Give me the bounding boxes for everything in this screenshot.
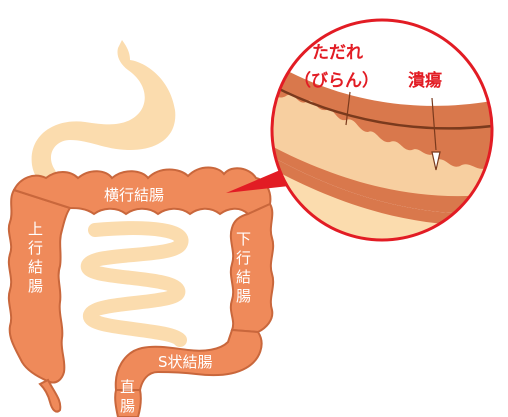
ascending-colon-label-1: 上 <box>28 220 43 238</box>
descending-colon-label-1: 下 <box>236 230 251 248</box>
transverse-colon-label: 横行結腸 <box>104 186 164 204</box>
erosion-label-line2: （びらん） <box>294 70 379 91</box>
rectum-label-1: 直 <box>120 378 135 396</box>
erosion-leader <box>345 91 351 126</box>
rectum-label-2: 腸 <box>120 397 135 415</box>
sigmoid-colon-label: S状結腸 <box>158 353 213 371</box>
ascending-colon-label-2: 行 <box>28 239 43 257</box>
descending-colon-label-4: 腸 <box>236 287 251 305</box>
stomach <box>31 40 176 198</box>
ulcer-label: 潰瘍 <box>408 70 442 91</box>
descending-colon-label-3: 結 <box>236 268 251 286</box>
ascending-colon-label-3: 結 <box>28 258 43 276</box>
colon <box>7 166 275 417</box>
descending-colon-label-2: 行 <box>236 249 251 267</box>
small-intestine <box>81 221 189 347</box>
ascending-colon-label-4: 腸 <box>28 277 43 295</box>
magnified-view <box>270 18 494 242</box>
erosion-label-line1: ただれ <box>312 43 363 63</box>
ulcer-leader <box>431 97 437 151</box>
